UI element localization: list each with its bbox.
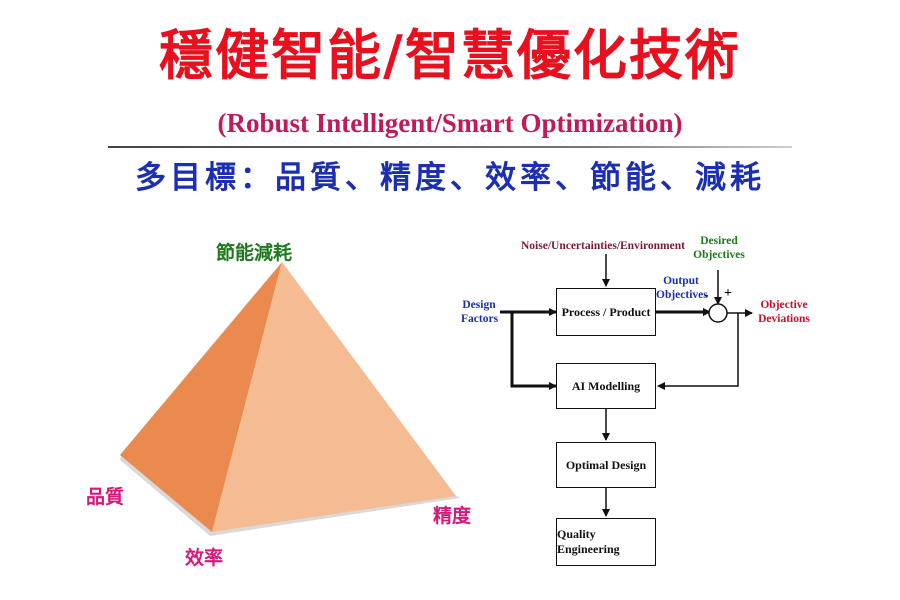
flow-connectors bbox=[500, 254, 753, 517]
pyramid-right-label: 精度 bbox=[433, 505, 472, 527]
pyramid-left-face bbox=[120, 262, 282, 532]
objective-deviations-label: Objective Deviations bbox=[758, 299, 810, 325]
pyramid-apex-label: 節能減耗 bbox=[216, 242, 293, 264]
desired-objectives-label: Desired Objectives bbox=[693, 235, 745, 261]
pyramid bbox=[120, 262, 460, 536]
process-product-box: Process / Product bbox=[556, 288, 656, 336]
summing-junction bbox=[708, 303, 728, 323]
pyramid-left-label: 品質 bbox=[86, 486, 125, 508]
optimal-design-box: Optimal Design bbox=[556, 442, 656, 488]
plus-sign: + bbox=[724, 286, 732, 301]
ai-modelling-box: AI Modelling bbox=[556, 363, 656, 409]
quality-engineering-box: Quality Engineering bbox=[556, 518, 656, 566]
divider-line bbox=[108, 146, 792, 148]
deviation-feedback-arrow bbox=[657, 313, 739, 390]
pyramid-bottom-label: 效率 bbox=[185, 547, 224, 569]
noise-label: Noise/Uncertainties/Environment bbox=[521, 240, 685, 252]
page-title: 穩健智能/智慧優化技術 bbox=[159, 23, 741, 87]
output-objectives-label: Output Objectives bbox=[656, 275, 708, 301]
design-factors-label: Design Factors bbox=[461, 299, 499, 325]
pyramid-right-face bbox=[212, 262, 456, 532]
page-subtitle: (Robust Intelligent/Smart Optimization) bbox=[217, 108, 683, 138]
minus-sign: - bbox=[704, 288, 709, 303]
objectives-line: 多目標：品質、精度、效率、節能、減耗 bbox=[135, 160, 765, 196]
design-to-ai-arrow bbox=[510, 312, 557, 390]
